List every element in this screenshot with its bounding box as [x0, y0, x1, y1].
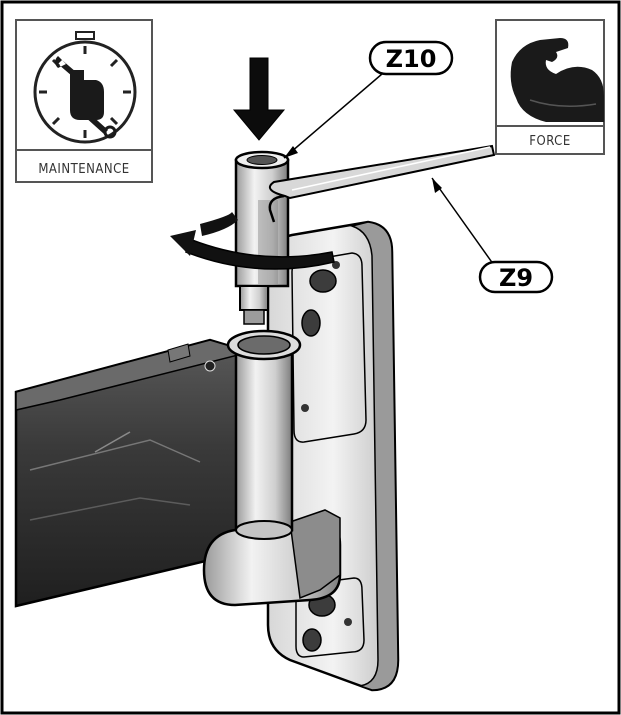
- callout-z9-label: Z9: [499, 264, 533, 292]
- force-badge: FORCE: [495, 19, 605, 155]
- maintenance-badge: MAINTENANCE: [15, 19, 153, 183]
- down-arrow-icon: [232, 57, 286, 141]
- hex-key: [268, 144, 496, 223]
- callout-z10-label: Z10: [386, 45, 437, 73]
- z9-leader: [431, 177, 497, 269]
- clock-wrench-icon: [33, 31, 137, 144]
- hinge-bracket: [202, 509, 342, 607]
- rotation-arrow-icon: [170, 212, 335, 270]
- force-badge-label: FORCE: [529, 134, 570, 149]
- maintenance-badge-label: MAINTENANCE: [38, 162, 129, 177]
- callout-z10: Z10: [368, 40, 454, 76]
- callout-z9: Z9: [478, 260, 554, 294]
- z10-leader: [283, 73, 383, 159]
- flexed-arm-icon: [510, 38, 604, 122]
- pivot-tube: [226, 329, 302, 540]
